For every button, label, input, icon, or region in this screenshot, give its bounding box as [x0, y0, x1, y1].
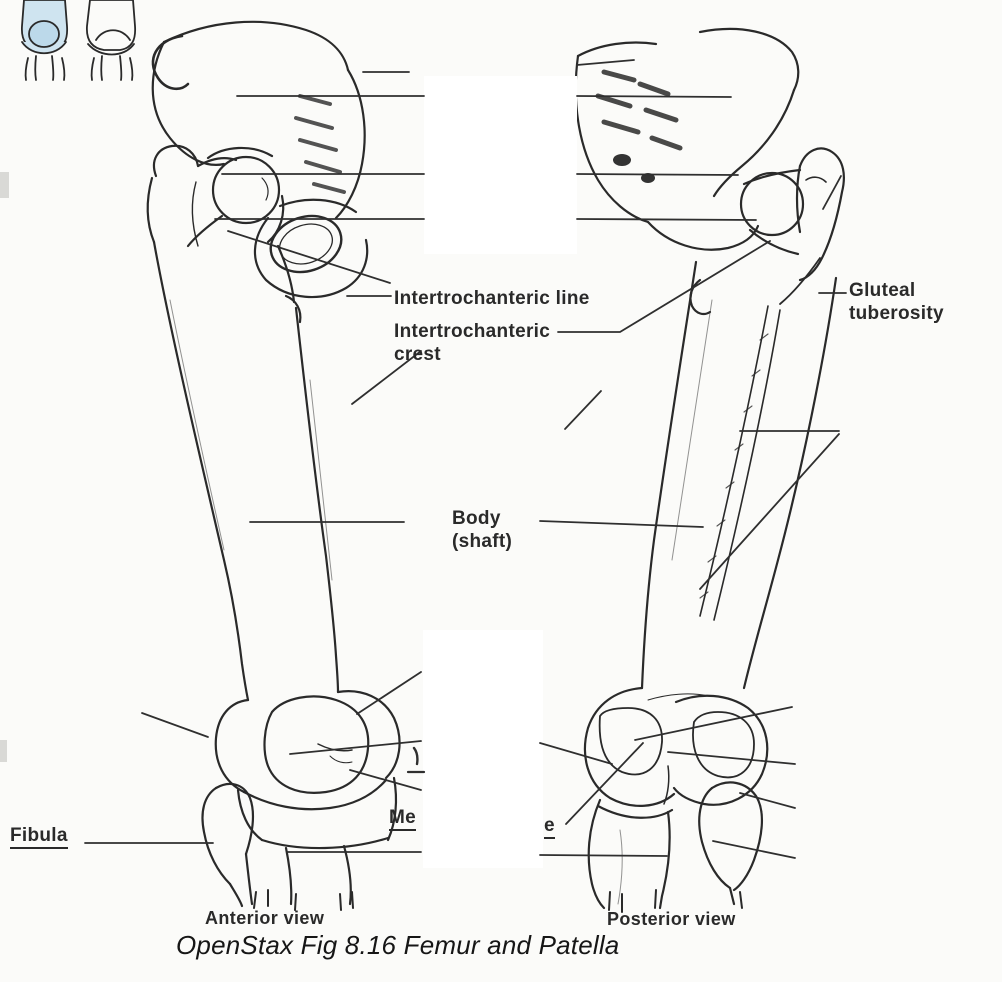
anterior-femur-drawing: [146, 20, 401, 911]
covered-label-areas: [423, 76, 577, 868]
caption-posterior-view: Posterior view: [607, 909, 736, 929]
label-body-line1: Body: [452, 508, 501, 529]
figure-caption: OpenStax Fig 8.16 Femur and Patella: [176, 930, 620, 960]
label-intertrochanteric-crest-line2: crest: [394, 344, 441, 366]
label-gluteal-tuberosity: Gluteal tuberosity: [849, 279, 944, 325]
label-fragment-e: e: [544, 814, 555, 839]
label-fragment-e-text: e: [544, 815, 555, 839]
knee-thumbnail-outline-icon: [86, 0, 137, 81]
scan-artifact-fragments: [0, 172, 9, 762]
label-intertrochanteric-crest-line1: Intertrochanteric: [394, 321, 551, 342]
label-fibula: Fibula: [10, 824, 68, 849]
label-body-line2: (shaft): [452, 531, 513, 553]
label-intertrochanteric-line: Intertrochanteric line: [394, 288, 590, 309]
label-body-shaft: Body (shaft): [452, 507, 512, 553]
leader-lines: [84, 59, 847, 859]
label-intertrochanteric-crest: Intertrochanteric crest: [394, 320, 550, 366]
label-fibula-text: Fibula: [10, 825, 68, 849]
posterior-femur-drawing: [574, 27, 845, 913]
label-fragment-me: Me: [389, 806, 416, 831]
label-gluteal-line1: Gluteal: [849, 280, 916, 301]
caption-anterior-view: Anterior view: [205, 908, 325, 928]
label-gluteal-line2: tuberosity: [849, 303, 944, 325]
knee-thumbnail-highlighted-icon: [21, 0, 69, 81]
label-fragment-me-text: Me: [389, 807, 416, 831]
